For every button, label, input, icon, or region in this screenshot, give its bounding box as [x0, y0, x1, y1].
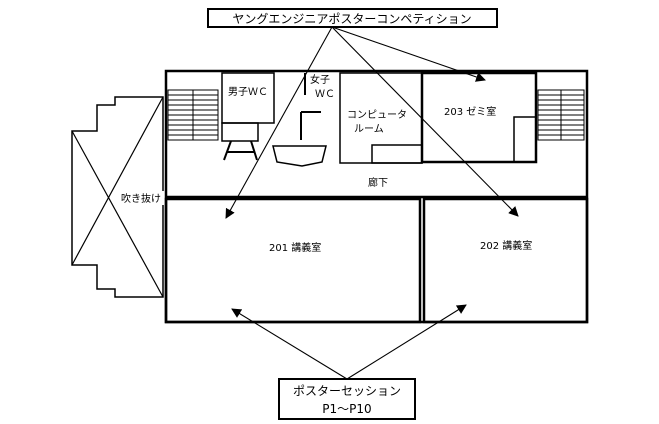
- left-staircase: [167, 89, 219, 141]
- lecture-room-202: [422, 197, 589, 324]
- poster-arrow-to-202: [346, 304, 467, 380]
- seminar-203-label: 203 ゼミ室: [444, 105, 496, 118]
- lecture-202-label: 202 講義室: [480, 239, 532, 252]
- atrium-label: 吹き抜け: [121, 192, 161, 205]
- atrium-cross-line-2: [71, 96, 164, 266]
- computer-room-label-line1: コンピュータ: [347, 109, 407, 121]
- corridor-label: 廊下: [368, 176, 388, 189]
- lecture-room-201: [164, 197, 422, 324]
- atrium-area: [71, 96, 166, 298]
- lecture-201-label: 201 講義室: [269, 241, 321, 254]
- poster-session-callout-text-line1: ポスターセッション: [293, 384, 401, 398]
- right-staircase: [537, 89, 585, 141]
- competition-callout: ヤングエンジニアポスターコンペティション: [207, 8, 498, 28]
- mens-wc-label: 男子ＷＣ: [228, 86, 268, 98]
- poster-session-callout: ポスターセッション P1～P10: [278, 378, 416, 420]
- atrium-cross-line-1: [71, 130, 164, 298]
- womens-wc-label-line2: ＷＣ: [315, 89, 335, 100]
- competition-arrow-to-203: [331, 26, 486, 82]
- competition-arrow-to-202: [331, 26, 519, 217]
- poster-session-callout-text-line2: P1～P10: [322, 402, 371, 416]
- computer-room-label-line2: ルーム: [354, 123, 384, 135]
- competition-arrow-to-201: [225, 26, 333, 219]
- womens-wc-label-line1: 女子: [310, 73, 330, 86]
- competition-callout-text: ヤングエンジニアポスターコンペティション: [232, 12, 471, 26]
- mens-wc-room: [221, 72, 275, 161]
- poster-arrow-to-201: [231, 308, 348, 380]
